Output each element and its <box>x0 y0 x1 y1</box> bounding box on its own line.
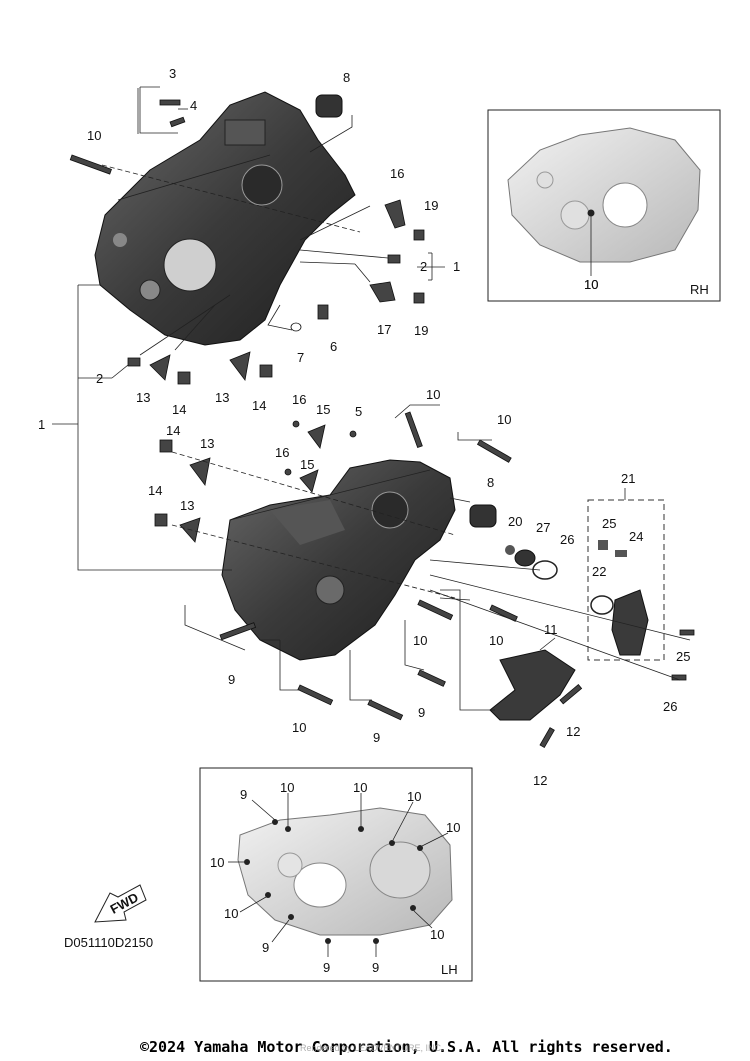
callout: 5 <box>355 404 362 419</box>
callout: 24 <box>629 529 643 544</box>
inset-lh-callout: 10 <box>280 780 294 795</box>
inset-rh-callout: 10 <box>584 277 598 292</box>
callout: 8 <box>343 70 350 85</box>
callout: 13 <box>180 498 194 513</box>
callout: 14 <box>148 483 162 498</box>
inset-lh-callout: 10 <box>430 927 444 942</box>
callout: 25 <box>676 649 690 664</box>
callout: 13 <box>136 390 150 405</box>
callout: 10 <box>87 128 101 143</box>
callout: 9 <box>228 672 235 687</box>
inset-lh-callout: 10 <box>224 906 238 921</box>
callout: 10 <box>584 277 598 292</box>
inset-lh <box>199 767 473 982</box>
fwd-arrow-icon <box>94 884 147 923</box>
callout: 4 <box>190 98 197 113</box>
callout: 14 <box>172 402 186 417</box>
callout: 2 <box>420 259 427 274</box>
plug-24 <box>598 540 608 550</box>
lower-crankcase-half <box>221 459 456 661</box>
group-box-21 <box>587 499 665 661</box>
callout: 21 <box>621 471 635 486</box>
inset-lh-callout: 9 <box>372 960 379 975</box>
copyright-footer: ©2024 Yamaha Motor Corporation, U.S.A. A… <box>140 1038 673 1056</box>
o-ring-22 <box>590 595 614 615</box>
callout: 9 <box>373 730 380 745</box>
plug-23 <box>615 550 627 557</box>
callout: 16 <box>275 445 289 460</box>
inset-rh <box>487 109 721 302</box>
callout: 17 <box>377 322 391 337</box>
inset-lh-callout: 10 <box>353 780 367 795</box>
callout: 14 <box>166 423 180 438</box>
callout: 3 <box>169 66 176 81</box>
callout: 10 <box>292 720 306 735</box>
dowel-20 <box>505 545 515 555</box>
callout: 11 <box>544 622 558 637</box>
cover-assembly <box>611 589 649 656</box>
callout: 16 <box>390 166 404 181</box>
callout: 16 <box>292 392 306 407</box>
callout: 2 <box>96 371 103 386</box>
callout: 7 <box>297 350 304 365</box>
callout: 6 <box>330 339 337 354</box>
bracket-11 <box>489 649 576 721</box>
callout: 14 <box>252 398 266 413</box>
callout: 20 <box>508 514 522 529</box>
callout: 15 <box>300 457 314 472</box>
inset-lh-callout: 9 <box>262 940 269 955</box>
callout: 13 <box>215 390 229 405</box>
bearing-upper <box>315 94 343 118</box>
callout-labels: 3 4 8 10 16 19 2 1 6 7 17 19 2 1 13 14 1… <box>38 66 690 788</box>
callout: 19 <box>424 198 438 213</box>
callout: 22 <box>592 564 606 579</box>
callout: 1 <box>38 417 45 432</box>
inset-lh-callout: 10 <box>446 820 460 835</box>
callout: 26 <box>663 699 677 714</box>
callout: 9 <box>418 705 425 720</box>
callout: 1 <box>453 259 460 274</box>
callout: 10 <box>489 633 503 648</box>
inset-rh-side: RH <box>690 282 709 297</box>
bearing-lower <box>469 504 497 528</box>
inset-lh-callout: 10 <box>407 789 421 804</box>
inset-lh-side: LH <box>441 962 458 977</box>
callout: 10 <box>413 633 427 648</box>
inset-lh-callout: 10 <box>210 855 224 870</box>
callout: 13 <box>200 436 214 451</box>
callout: 10 <box>497 412 511 427</box>
fasteners <box>69 99 695 749</box>
callout: 19 <box>414 323 428 338</box>
callout: 8 <box>487 475 494 490</box>
callout: 12 <box>533 773 547 788</box>
callout: 26 <box>560 532 574 547</box>
o-ring-27 <box>532 560 558 580</box>
render-watermark: Rendered by LEADVENTURE, INC. <box>300 1043 444 1053</box>
callout: 27 <box>536 520 550 535</box>
leader-lines <box>52 86 691 711</box>
inset-lh-callout: 9 <box>323 960 330 975</box>
callout: 12 <box>566 724 580 739</box>
inset-labels: 10 RH LH 9 10 10 10 10 10 10 10 9 9 9 <box>210 277 709 977</box>
callout: 10 <box>426 387 440 402</box>
inset-lh-callout: 9 <box>240 787 247 802</box>
upper-crankcase-half <box>94 91 356 346</box>
callout: 25 <box>602 516 616 531</box>
washer-26 <box>514 549 536 567</box>
diagram-code: D051110D2150 <box>64 935 153 950</box>
callout: 15 <box>316 402 330 417</box>
